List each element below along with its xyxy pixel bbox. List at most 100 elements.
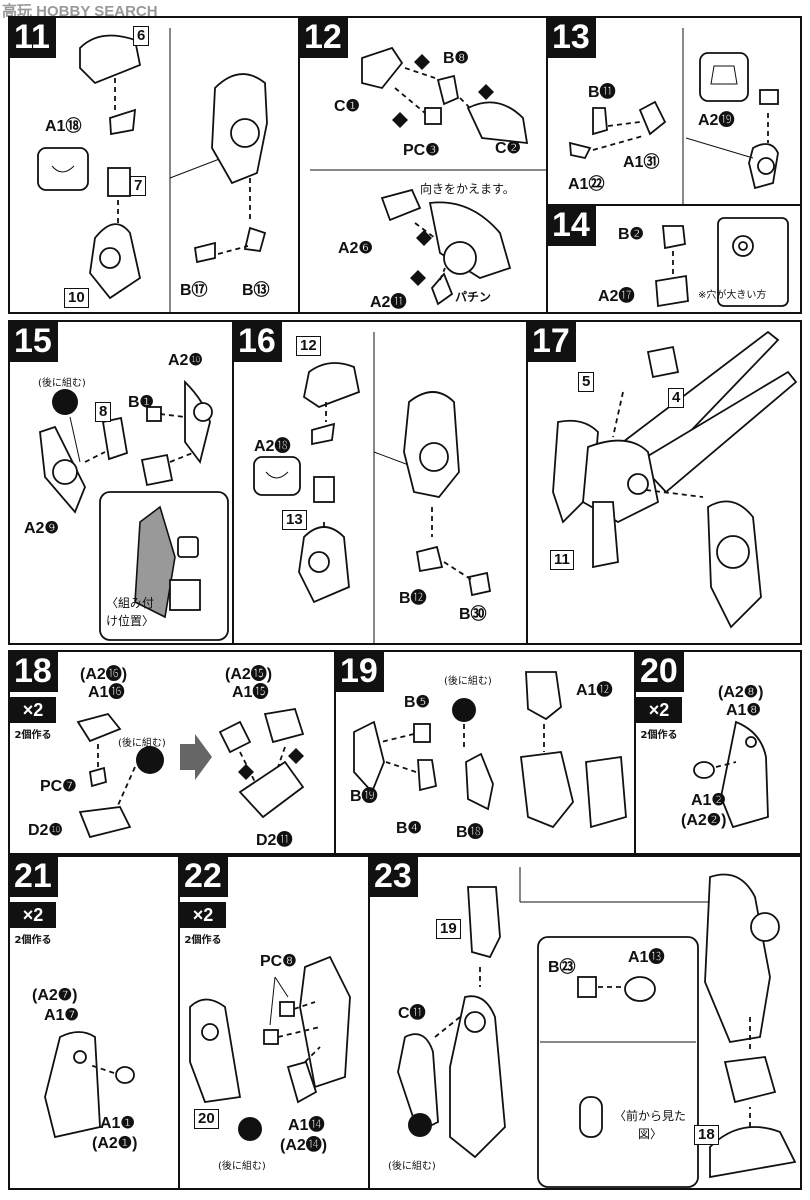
later-note: (後に組む) <box>218 1161 266 1172</box>
part-label-b30: B㉚ <box>459 606 487 623</box>
step-21-illustration <box>44 1031 135 1139</box>
step-23-illustration <box>397 867 797 1188</box>
make-two-badge: ×2 <box>636 697 682 723</box>
ref-box-11: 11 <box>550 550 574 570</box>
ref-box-6: 6 <box>133 26 150 46</box>
part-label-c11: C⓫ <box>398 1005 426 1022</box>
step-17-panel: 17 5 4 11 <box>526 320 802 645</box>
make-two-text: 2個作る <box>14 730 52 741</box>
part-label-a2-1: (A2❶) <box>92 1135 138 1152</box>
step-17-illustration <box>552 330 798 629</box>
step-13-illustration <box>568 28 779 204</box>
part-label-a2-18: A2⓲ <box>254 438 291 455</box>
ref-box-13: 13 <box>282 510 307 530</box>
step-16-panel: 16 12 A2⓲ 13 B⓬ B㉚ <box>232 320 528 645</box>
step-11-illustration <box>37 28 268 312</box>
part-label-a2-15: (A2⓯) <box>225 666 273 683</box>
part-label-a1-18: A1⑱ <box>45 118 82 135</box>
step-15-panel: 15 (後に組む) A2❿ B❶ 8 A2❾ 〈組み付け位置〉 <box>8 320 234 645</box>
part-label-b11: B⓫ <box>588 84 616 101</box>
part-label-a1-13: A1⓭ <box>628 949 665 966</box>
part-label-c1: C❶ <box>334 98 360 115</box>
part-label-b13: B⑬ <box>242 282 270 299</box>
ref-box-4: 4 <box>668 388 685 408</box>
step-20-illustration <box>693 720 769 829</box>
position-note: 〈組み付け位置〉 <box>105 596 154 628</box>
part-label-a2-11: A2⓫ <box>370 294 407 311</box>
part-label-pc3: PC❸ <box>403 142 440 159</box>
part-label-a2-7: (A2❼) <box>32 987 78 1004</box>
step-11-panel: 11 6 A1⑱ 7 10 B⑰ B⑬ <box>8 16 300 314</box>
orientation-note: 向きをかえます。 <box>420 182 515 196</box>
step-21-panel: 21 ×2 2個作る (A2❼) A1❼ A1❶ (A2❶) <box>8 855 180 1190</box>
part-label-b2: B❷ <box>618 226 644 243</box>
part-label-a1-1: A1❶ <box>100 1115 135 1132</box>
part-label-b5: B❺ <box>404 694 430 711</box>
step-13-panel: 13 B⓫ A2⓳ A1㉛ A1㉒ <box>546 16 802 206</box>
step-22-panel: 22 ×2 2個作る PC❽ 20 (後に組む) A1⓮ (A2⓮) <box>178 855 370 1190</box>
step-number: 13 <box>548 18 596 58</box>
make-two-text: 2個作る <box>640 730 678 741</box>
part-label-pc8: PC❽ <box>260 953 297 970</box>
step-18-illustration <box>76 707 305 839</box>
part-label-c2: C❷ <box>495 140 521 157</box>
part-label-a2-14: (A2⓮) <box>280 1137 328 1154</box>
part-label-d2-11: D2⓫ <box>256 832 293 849</box>
step-number: 21 <box>10 857 58 897</box>
step-22-illustration <box>189 955 351 1141</box>
part-label-b17: B⑰ <box>180 282 208 299</box>
part-label-a1-31: A1㉛ <box>623 154 660 171</box>
make-two-text: 2個作る <box>184 935 222 946</box>
step-19-illustration <box>353 671 627 829</box>
part-label-a1-8: A1❽ <box>726 702 761 719</box>
part-label-a1-15: A1⓯ <box>232 684 269 701</box>
step-16-illustration <box>253 332 492 643</box>
part-label-a1-2: A1❷ <box>691 792 726 809</box>
step-number: 15 <box>10 322 58 362</box>
part-label-b18: B⓲ <box>456 824 484 841</box>
step-number: 14 <box>548 206 596 246</box>
part-label-a2-10: A2❿ <box>168 352 203 369</box>
part-label-b19: B⓳ <box>350 788 378 805</box>
step-number: 16 <box>234 322 282 362</box>
step-number: 18 <box>10 652 58 692</box>
make-two-badge: ×2 <box>180 902 226 928</box>
step-20-panel: 20 ×2 2個作る (A2❽) A1❽ A1❷ (A2❷) <box>634 650 802 855</box>
step-23-panel: 23 19 C⓫ (後に組む) B㉓ A1⓭ <box>368 855 802 1190</box>
make-two-text: 2個作る <box>14 935 52 946</box>
part-label-b8: B❽ <box>443 50 469 67</box>
hole-note: ※穴が大きい方 <box>698 290 767 301</box>
front-view-note: 〈前から見た図〉 <box>613 1109 686 1141</box>
part-label-b12: B⓬ <box>399 590 427 607</box>
part-label-a1-7: A1❼ <box>44 1007 79 1024</box>
step-number: 19 <box>336 652 384 692</box>
step-12-panel: 12 B❽ C❶ PC❸ C❷ 向きをかえます。 A2❻ <box>298 16 548 314</box>
ref-box-5: 5 <box>578 372 595 392</box>
part-label-a2-17: A2⓱ <box>598 288 635 305</box>
part-label-b1: B❶ <box>128 394 154 411</box>
ref-box-19: 19 <box>436 919 461 939</box>
part-label-a2-8: (A2❽) <box>718 684 764 701</box>
watermark: 高玩 HOBBY SEARCH <box>2 3 158 20</box>
part-label-a2-19: A2⓳ <box>698 112 735 129</box>
step-14-illustration <box>655 217 789 308</box>
later-note: (後に組む) <box>118 738 166 749</box>
part-label-a2-9: A2❾ <box>24 520 59 537</box>
ref-box-20: 20 <box>194 1109 219 1129</box>
step-number: 22 <box>180 857 228 897</box>
part-label-a2-16: (A2⓰) <box>80 666 128 683</box>
step-14-panel: 14 B❷ A2⓱ ※穴が大きい方 <box>546 204 802 314</box>
part-label-a1-16: A1⓰ <box>88 684 125 701</box>
step-18-panel: 18 ×2 2個作る (A2⓰) A1⓰ (後に組む) PC❼ D2❿ (A2⓯… <box>8 650 336 855</box>
ref-box-18: 18 <box>694 1125 719 1145</box>
later-note: (後に組む) <box>38 378 86 389</box>
snap-sound-text: パチン <box>455 290 492 304</box>
later-note: (後に組む) <box>388 1161 436 1172</box>
ref-box-12: 12 <box>296 336 321 356</box>
part-label-a1-14: A1⓮ <box>288 1117 325 1134</box>
step-15-illustration <box>39 379 229 641</box>
part-label-pc7: PC❼ <box>40 778 77 795</box>
part-label-d2-10: D2❿ <box>28 822 63 839</box>
part-label-a2-6: A2❻ <box>338 240 373 257</box>
step-number: 23 <box>370 857 418 897</box>
